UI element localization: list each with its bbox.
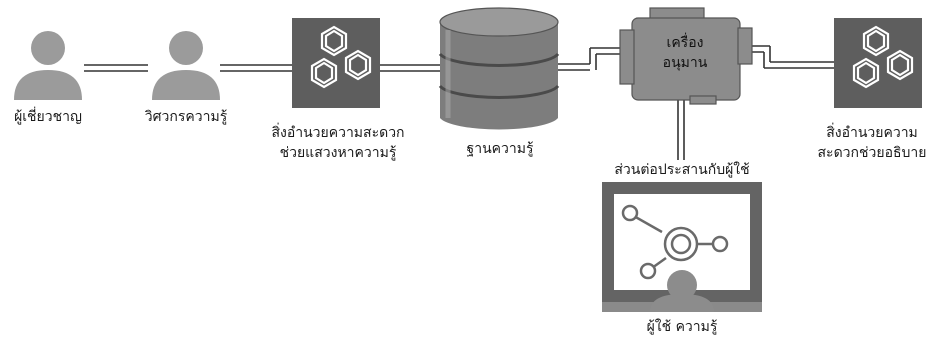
user-interface-monitor-icon xyxy=(602,182,762,312)
connector-knowledgebase-engine xyxy=(558,47,620,71)
explanation-facility-icon xyxy=(834,18,922,108)
explanation-facility-label-line2: สะดวกช่วยอธิบาย xyxy=(817,145,927,161)
connector-expert-engineer xyxy=(84,64,148,72)
explanation-facility-label-line1: สิ่งอำนวยความ xyxy=(826,125,918,141)
knowledge-base-label: ฐานความรู้ xyxy=(466,141,534,157)
connector-acquisition-knowledgebase xyxy=(380,64,440,72)
acquisition-facility-label-line1: สิ่งอำนวยความสะดวก xyxy=(271,125,405,141)
connector-engine-interface xyxy=(677,100,685,160)
knowledge-user-label: ผู้ใช้ ความรู้ xyxy=(646,319,718,335)
acquisition-facility-label-line2: ช่วยแสวงหาความรู้ xyxy=(279,145,397,161)
knowledge-engineer-person-icon xyxy=(152,31,220,100)
inference-engine-icon xyxy=(619,7,753,105)
expert-person-icon xyxy=(14,31,82,100)
knowledge-base-database-icon xyxy=(438,7,560,130)
connector-engine-explanation xyxy=(744,45,834,69)
connector-engineer-acquisition xyxy=(220,64,292,72)
knowledge-engineer-label: วิศวกรความรู้ xyxy=(144,109,228,125)
expert-label: ผู้เชี่ยวชาญ xyxy=(14,109,82,125)
acquisition-facility-icon xyxy=(292,18,380,108)
user-interface-label: ส่วนต่อประสานกับผู้ใช้ xyxy=(614,162,750,178)
inference-engine-label-line2: อนุมาน xyxy=(662,55,708,71)
inference-engine-label-line1: เครื่อง xyxy=(666,35,704,51)
